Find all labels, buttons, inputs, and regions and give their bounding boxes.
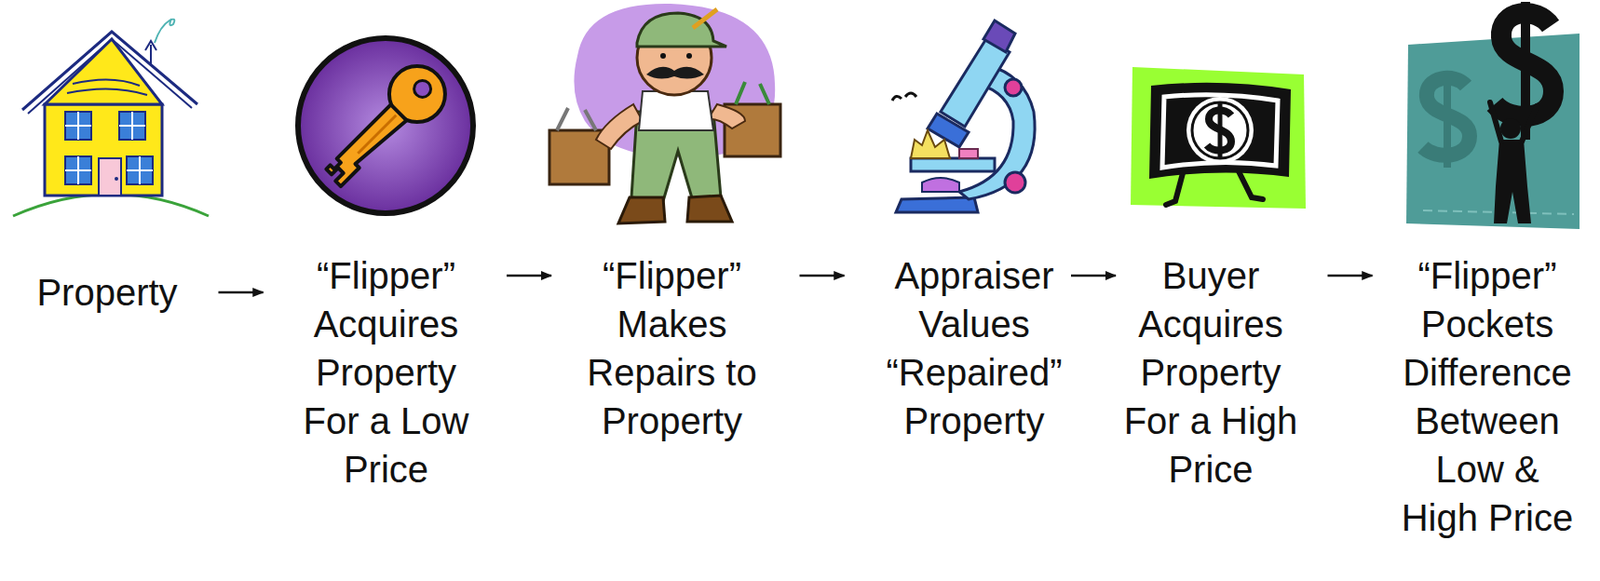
step-label: Property [27, 268, 187, 317]
dollar-bill-icon [1130, 67, 1306, 209]
step-node: Appraiser Values “Repaired” Property [881, 251, 1068, 446]
step-label: “Flipper” Acquires Property For a Low Pr… [295, 251, 477, 494]
step-node: “Flipper” Makes Repairs to Property [581, 251, 763, 446]
step-node: “Flipper” Acquires Property For a Low Pr… [295, 251, 477, 494]
house-icon [13, 18, 209, 217]
handyman-icon [549, 3, 781, 224]
step-label: “Flipper” Makes Repairs to Property [581, 251, 763, 446]
flow-arrow [506, 274, 552, 278]
microscope-icon [892, 20, 1035, 213]
step-node: “Flipper” Pockets Difference Between Low… [1397, 251, 1577, 543]
step-label: “Flipper” Pockets Difference Between Low… [1397, 251, 1577, 543]
key-icon [298, 38, 474, 214]
step-node: Buyer Acquires Property For a High Price [1119, 251, 1302, 494]
step-label: Appraiser Values “Repaired” Property [881, 251, 1068, 446]
money-person-icon [1406, 1, 1580, 230]
flow-arrow [218, 291, 264, 295]
flow-arrow [1328, 274, 1373, 278]
flow-arrow [800, 274, 845, 278]
step-label: Buyer Acquires Property For a High Price [1119, 251, 1302, 494]
flow-arrow [1071, 274, 1116, 278]
step-node: Property [27, 268, 187, 317]
